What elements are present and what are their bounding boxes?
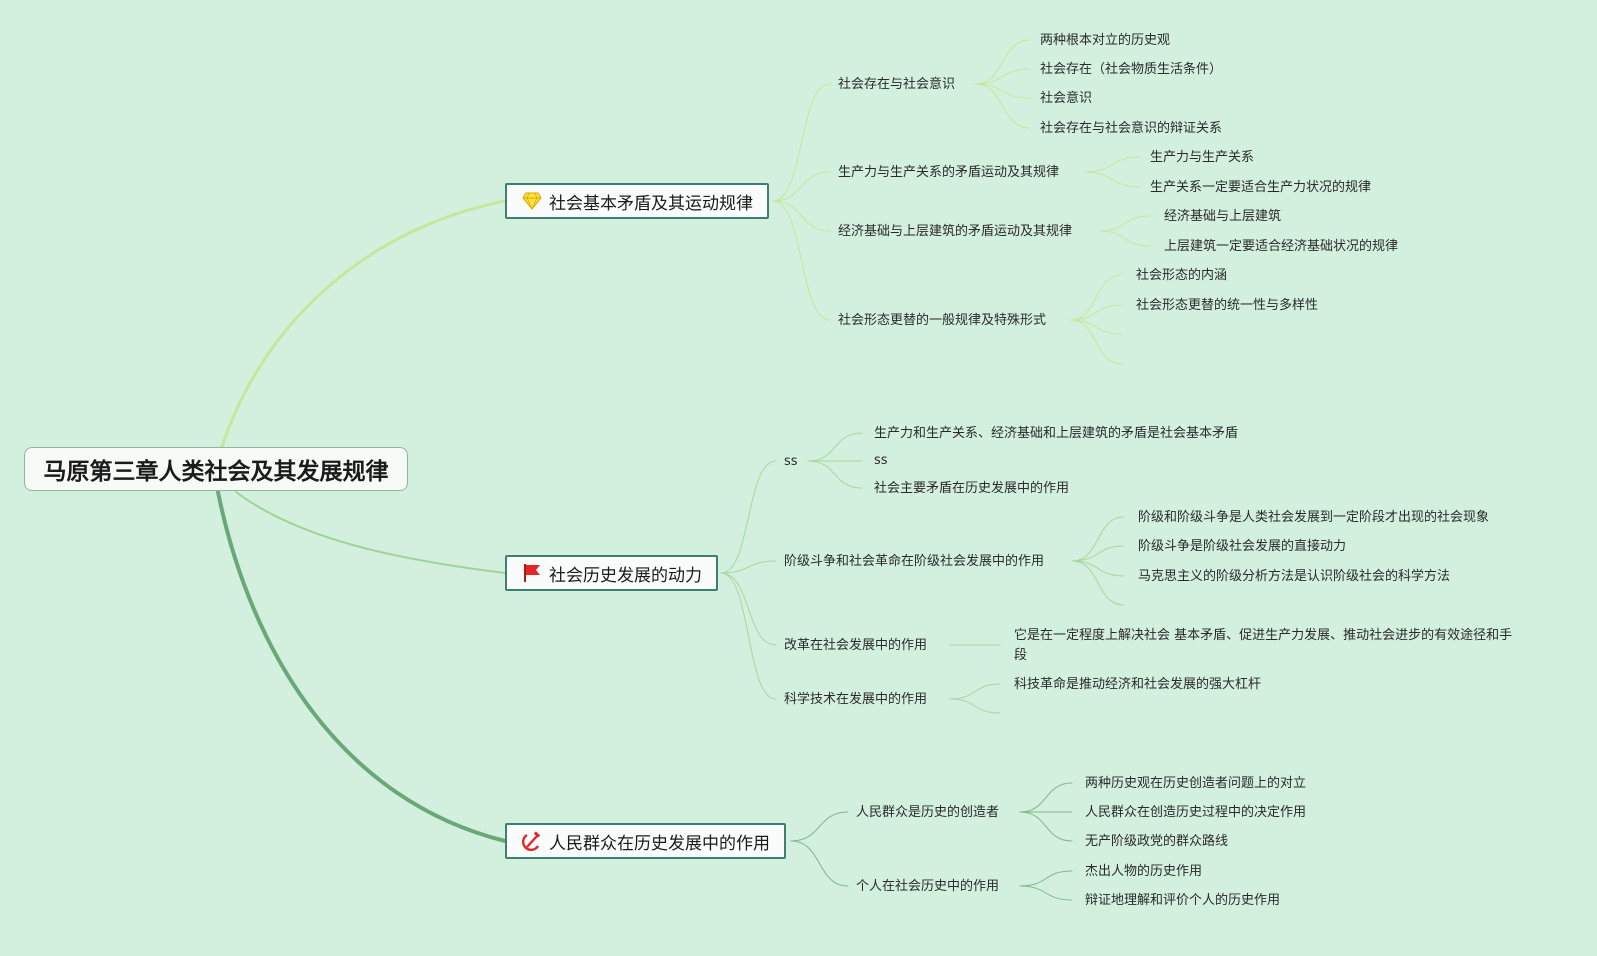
connector-line [720, 460, 777, 574]
leaf-topic[interactable]: ss [874, 453, 888, 468]
connector-line [1069, 319, 1123, 335]
leaf-topic[interactable]: 它是在一定程度上解决社会 基本矛盾、促进生产力发展、推动社会进步的有效途径和手段 [1014, 628, 1513, 663]
leaf-topic[interactable]: 辩证地理解和评价个人的历史作用 [1085, 893, 1281, 908]
leaf-topic[interactable]: 社会存在与社会意识的辩证关系 [1040, 121, 1223, 136]
connector-line [1069, 274, 1123, 321]
connector-line [1019, 811, 1073, 842]
leaf-topic[interactable]: 上层建筑一定要适合经济基础状况的规律 [1164, 239, 1399, 254]
leaf-topic[interactable]: 两种根本对立的历史观 [1040, 33, 1171, 48]
connector-line [1099, 215, 1151, 232]
connector-line [1084, 156, 1141, 173]
root-topic-label: 马原第三章人类社会及其发展规律 [43, 459, 389, 485]
leaf-topic[interactable]: 科技革命是推动经济和社会发展的强大杠杆 [1014, 677, 1262, 692]
leaf-topic[interactable]: 社会意识 [1040, 91, 1093, 106]
leaf-topic[interactable]: 阶级和阶级斗争是人类社会发展到一定阶段才出现的社会现象 [1138, 510, 1490, 525]
connector-line [220, 199, 507, 449]
connector-line [974, 39, 1031, 85]
connector-line [1019, 885, 1073, 901]
hammer-sickle-icon [521, 830, 543, 852]
connector-line [949, 698, 1001, 714]
connector-line [974, 83, 1031, 129]
connector-line [772, 200, 831, 321]
connector-line [1019, 782, 1073, 813]
branch-role-of-masses[interactable]: 人民群众在历史发展中的作用 [505, 823, 786, 859]
connector-line [807, 460, 863, 489]
subtopic[interactable]: 改革在社会发展中的作用 [784, 638, 928, 653]
leaf-topic[interactable]: 社会形态更替的统一性与多样性 [1136, 298, 1319, 313]
connector-line [1099, 230, 1151, 247]
leaf-topic[interactable]: 杰出人物的历史作用 [1085, 864, 1203, 879]
red-flag-icon [521, 562, 543, 584]
connector-line [772, 171, 831, 202]
subtopic[interactable]: 阶级斗争和社会革命在阶级社会发展中的作用 [784, 554, 1045, 569]
branch-label: 人民群众在历史发展中的作用 [549, 833, 770, 854]
leaf-topic[interactable]: 生产关系一定要适合生产力状况的规律 [1150, 180, 1372, 195]
leaf-topic[interactable]: 马克思主义的阶级分析方法是认识阶级社会的科学方法 [1138, 569, 1451, 584]
leaf-topic[interactable]: 无产阶级政党的群众路线 [1085, 834, 1229, 849]
connector-line [720, 560, 777, 574]
leaf-topic[interactable]: 生产力与生产关系 [1150, 150, 1255, 165]
subtopic[interactable]: 人民群众是历史的创造者 [856, 805, 1000, 820]
subtopic[interactable]: 社会形态更替的一般规律及特殊形式 [838, 313, 1047, 328]
subtopic[interactable]: 个人在社会历史中的作用 [856, 879, 1000, 894]
connector-line [1071, 560, 1125, 577]
connector-line [1069, 304, 1123, 321]
leaf-topic[interactable]: 人民群众在创造历史过程中的决定作用 [1085, 805, 1307, 820]
connector-line [807, 432, 863, 462]
subtopic[interactable]: 生产力与生产关系的矛盾运动及其规律 [838, 165, 1060, 180]
subtopic[interactable]: 社会存在与社会意识 [838, 77, 956, 92]
connector-line [772, 200, 831, 232]
leaf-topic[interactable]: 生产力和生产关系、经济基础和上层建筑的矛盾是社会基本矛盾 [874, 426, 1239, 441]
connector-line [216, 490, 507, 843]
leaf-topic[interactable]: 阶级斗争是阶级社会发展的直接动力 [1138, 539, 1347, 554]
root-topic[interactable]: 马原第三章人类社会及其发展规律 [24, 447, 408, 491]
subtopic[interactable]: 科学技术在发展中的作用 [784, 692, 928, 707]
branch-label: 社会基本矛盾及其运动规律 [549, 193, 753, 214]
connector-line [1071, 516, 1125, 562]
connector-line [974, 83, 1031, 99]
connector-line [1084, 171, 1141, 188]
leaf-topic[interactable]: 经济基础与上层建筑 [1164, 209, 1282, 224]
connector-line [1071, 560, 1125, 606]
connector-line [772, 83, 831, 202]
connector-line [790, 840, 849, 887]
connector-line [1069, 319, 1123, 365]
connector-line [720, 572, 777, 700]
leaf-topic[interactable]: 社会存在（社会物质生活条件） [1040, 62, 1223, 77]
subtopic[interactable]: ss [784, 454, 798, 469]
connector-line [235, 491, 506, 574]
connector-line [1071, 545, 1125, 562]
subtopic[interactable]: 经济基础与上层建筑的矛盾运动及其规律 [838, 224, 1073, 239]
connector-line [720, 572, 777, 646]
connector-line [790, 811, 849, 842]
branch-basic-contradictions[interactable]: 社会基本矛盾及其运动规律 [505, 183, 769, 219]
connector-line [949, 683, 1001, 700]
diamond-icon [521, 190, 543, 212]
branch-driving-forces[interactable]: 社会历史发展的动力 [505, 555, 718, 591]
branch-label: 社会历史发展的动力 [549, 565, 702, 586]
connector-line [974, 68, 1031, 85]
leaf-topic[interactable]: 两种历史观在历史创造者问题上的对立 [1085, 776, 1307, 791]
connector-line [1019, 870, 1073, 887]
leaf-topic[interactable]: 社会形态的内涵 [1136, 268, 1228, 283]
leaf-topic[interactable]: 社会主要矛盾在历史发展中的作用 [874, 481, 1070, 496]
